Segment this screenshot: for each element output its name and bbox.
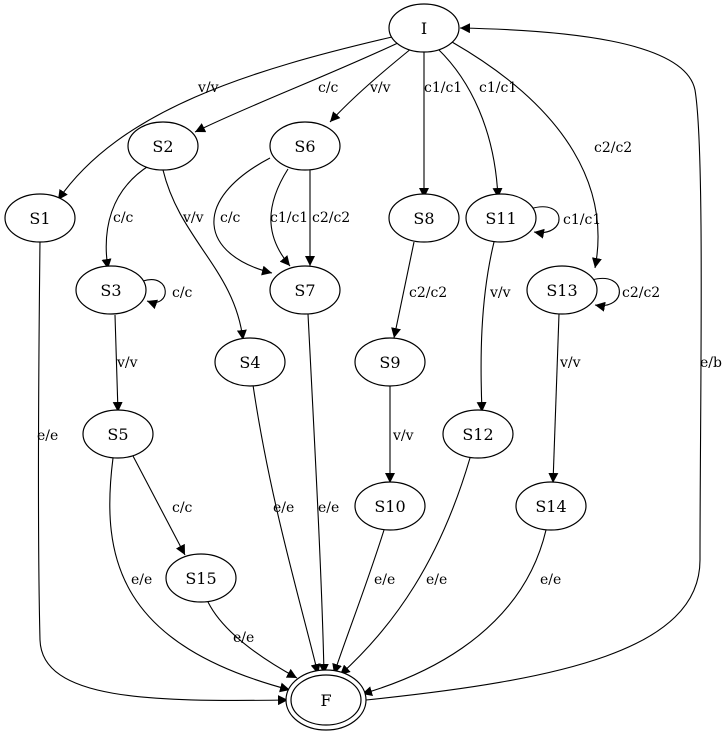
node-s12[interactable]: S12 (442, 409, 514, 459)
edge-s13-s13: c2/c2 (591, 277, 660, 312)
edge-s5-f: e/e (109, 457, 291, 693)
edge-s5-s15: c/c (132, 455, 193, 556)
node-s15[interactable]: S15 (165, 553, 237, 603)
node-s9[interactable]: S9 (354, 337, 426, 387)
node-label-s3: S3 (100, 281, 121, 300)
edge-label-i-s2: c/c (318, 80, 339, 96)
node-s1[interactable]: S1 (4, 193, 76, 243)
edge-s9-s10: v/v (385, 386, 414, 483)
node-s5[interactable]: S5 (82, 409, 154, 459)
edge-s6-s7-c: c/c (213, 157, 273, 276)
edge-label-s7-f: e/e (318, 500, 339, 516)
node-label-s12: S12 (462, 425, 493, 444)
edge-s8-s9: c2/c2 (391, 241, 447, 339)
node-label-s7: S7 (294, 281, 315, 300)
node-s13[interactable]: S13 (526, 265, 598, 315)
node-s4[interactable]: S4 (214, 337, 286, 387)
edge-label-s6-s7-c2: c2/c2 (312, 210, 350, 226)
edge-label-s6-s7-c1: c1/c1 (270, 210, 308, 226)
edge-label-i-s1: v/v (197, 80, 219, 96)
node-label-s5: S5 (107, 425, 128, 444)
edge-s11-s12: v/v (476, 241, 511, 413)
edge-s7-f: e/e (307, 313, 339, 675)
edge-s13-s14: v/v (548, 313, 581, 484)
edge-f-i: e/b (365, 23, 722, 701)
node-label-s6: S6 (294, 137, 315, 156)
node-label-s2: S2 (152, 137, 173, 156)
nodes: I S1 S2 S3 S4 S5 S6 S7 (4, 3, 598, 731)
node-s3[interactable]: S3 (75, 265, 147, 315)
edge-s14-f: e/e (361, 529, 561, 696)
edge-i-s1: v/v (57, 36, 393, 201)
node-s2[interactable]: S2 (127, 121, 199, 171)
edge-label-i-s13: c2/c2 (594, 140, 632, 156)
edge-label-i-s11: c1/c1 (479, 80, 517, 96)
node-f-final[interactable]: F (285, 669, 367, 731)
edge-label-s4-f: e/e (273, 500, 294, 516)
edge-i-s2: c/c (194, 41, 401, 133)
edges: v/v c/c v/v c1/c1 c1/c1 c2/c2 c/ (37, 23, 722, 706)
edge-label-s6-s7-c: c/c (220, 210, 241, 226)
edge-label-s3-s5: v/v (116, 355, 138, 371)
edge-label-i-s6: v/v (369, 80, 391, 96)
edge-label-f-i: e/b (700, 355, 722, 371)
node-s14[interactable]: S14 (515, 481, 587, 531)
edge-s6-s7-c2: c2/c2 (305, 170, 350, 266)
node-s10[interactable]: S10 (354, 481, 426, 531)
node-s6[interactable]: S6 (269, 121, 341, 171)
edge-label-s2-s4: v/v (182, 210, 204, 226)
node-label-s8: S8 (413, 209, 434, 228)
edge-i-s6: v/v (329, 47, 413, 123)
edge-label-s10-f: e/e (374, 572, 395, 588)
edge-s15-f: e/e (207, 601, 298, 679)
node-label-i: I (421, 19, 427, 38)
edge-s2-s3: c/c (101, 164, 151, 270)
node-label-s14: S14 (535, 497, 566, 516)
edge-s12-f: e/e (339, 457, 471, 676)
edge-label-s9-s10: v/v (392, 428, 414, 444)
edge-label-s5-s15: c/c (172, 500, 193, 516)
edge-label-s13-s13: c2/c2 (622, 285, 660, 301)
edge-s6-s7-c1: c1/c1 (270, 168, 308, 267)
edge-s10-f: e/e (332, 529, 395, 675)
edge-s11-s11: c1/c1 (529, 206, 601, 239)
edge-label-s11-s11: c1/c1 (563, 212, 601, 228)
edge-label-s8-s9: c2/c2 (409, 285, 447, 301)
edge-s2-s4: v/v (162, 169, 247, 341)
edge-label-s13-s14: v/v (559, 355, 581, 371)
edge-i-s13: c2/c2 (451, 41, 632, 269)
node-s8[interactable]: S8 (388, 193, 460, 243)
edge-label-s11-s12: v/v (489, 285, 511, 301)
node-label-f: F (320, 691, 331, 710)
edge-s4-f: e/e (252, 384, 321, 675)
node-label-s13: S13 (546, 281, 577, 300)
node-label-s9: S9 (379, 353, 400, 372)
edge-i-s11: c1/c1 (437, 48, 517, 199)
node-s11[interactable]: S11 (465, 193, 537, 243)
node-label-s1: S1 (29, 209, 50, 228)
node-label-s11: S11 (485, 209, 516, 228)
node-label-s4: S4 (239, 353, 260, 372)
edge-label-s2-s3: c/c (113, 210, 134, 226)
edge-label-s14-f: e/e (540, 572, 561, 588)
node-s7[interactable]: S7 (269, 265, 341, 315)
edge-s3-s5: v/v (112, 314, 138, 413)
node-label-s15: S15 (185, 569, 216, 588)
edge-label-s1-f: e/e (37, 428, 58, 444)
edge-label-s3-s3: c/c (172, 285, 193, 301)
edge-s3-s3: c/c (142, 279, 193, 310)
edge-label-s12-f: e/e (426, 572, 447, 588)
edge-label-s15-f: e/e (233, 630, 254, 646)
node-label-s10: S10 (374, 497, 405, 516)
edge-i-s8: c1/c1 (419, 52, 462, 198)
edge-s1-f: e/e (37, 239, 289, 706)
edge-label-s5-f: e/e (131, 572, 152, 588)
edge-label-i-s8: c1/c1 (424, 80, 462, 96)
node-i[interactable]: I (388, 3, 460, 53)
